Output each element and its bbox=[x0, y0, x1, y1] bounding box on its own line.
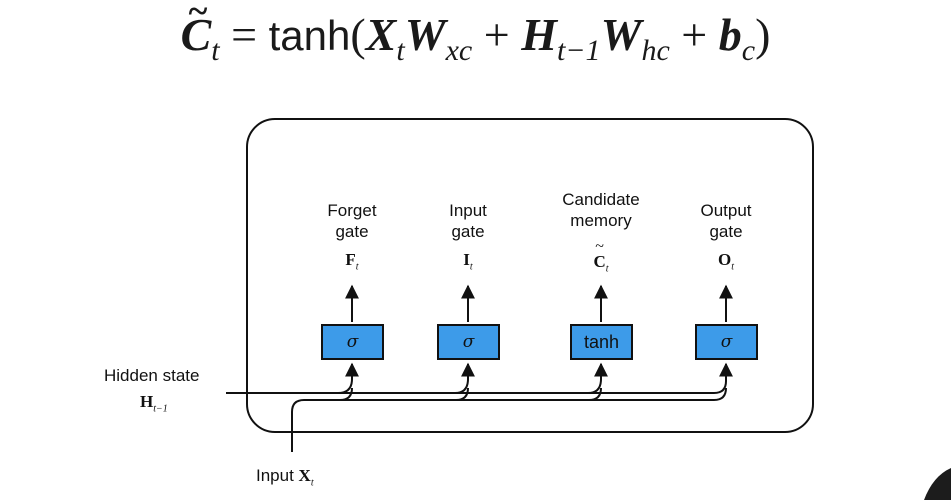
input-branch-input bbox=[455, 387, 469, 401]
input-symbol-sub: t bbox=[310, 477, 314, 489]
input-gate-symbol-letter: I bbox=[463, 250, 470, 269]
input-gate-symbol-sub: t bbox=[469, 261, 473, 273]
formula-w-hc: W bbox=[600, 9, 642, 60]
formula-w-xc-sub: xc bbox=[445, 34, 473, 67]
sigma-label: σ bbox=[346, 332, 359, 352]
candidate-memory-box: tanh bbox=[570, 324, 633, 360]
forget-gate-box: σ bbox=[321, 324, 384, 360]
formula-w-xc: W bbox=[404, 9, 446, 60]
input-gate-box: σ bbox=[437, 324, 500, 360]
input-label-text: Input bbox=[256, 466, 294, 485]
hidden-branch-candidate bbox=[587, 362, 608, 394]
candidate-memory-label-line2: memory bbox=[570, 211, 632, 230]
forget-gate-symbol-sub: t bbox=[355, 261, 359, 273]
formula-equals: = bbox=[219, 9, 269, 60]
input-gate-label-line1: Input bbox=[449, 201, 487, 220]
formula-x-sub: t bbox=[396, 34, 405, 67]
corner-decoration bbox=[924, 468, 951, 500]
sigma-label: σ bbox=[462, 332, 475, 352]
input-line bbox=[291, 399, 596, 452]
formula-lhs-symbol: C bbox=[180, 9, 212, 60]
output-gate-label: Output gate bbox=[676, 200, 776, 242]
input-label: Input Xt bbox=[256, 466, 314, 488]
formula-h: H bbox=[521, 9, 557, 60]
formula-close-paren: ) bbox=[755, 9, 771, 60]
output-gate-label-line2: gate bbox=[709, 222, 743, 241]
input-gate-label-line2: gate bbox=[451, 222, 485, 241]
tilde-mark: ~ bbox=[188, 0, 208, 31]
candidate-memory-symbol-sub: t bbox=[605, 263, 609, 275]
formula-plus-2: + bbox=[669, 9, 719, 60]
forget-gate-symbol-letter: F bbox=[345, 250, 356, 269]
output-gate-symbol-sub: t bbox=[731, 261, 734, 273]
forget-gate-label-line1: Forget bbox=[327, 201, 377, 220]
hidden-branch-input bbox=[454, 362, 475, 394]
input-branch-forget bbox=[339, 387, 353, 401]
input-branch-output bbox=[596, 387, 727, 401]
formula-tanh: tanh bbox=[268, 12, 351, 59]
formula-b: b bbox=[718, 9, 742, 60]
hidden-state-label: Hidden state bbox=[104, 366, 200, 385]
output-gate-symbol-letter: O bbox=[717, 250, 732, 269]
hidden-state-symbol-sub: t−1 bbox=[153, 403, 168, 415]
input-gate-label: Input gate bbox=[418, 200, 518, 242]
input-branch-candidate bbox=[588, 387, 602, 401]
candidate-memory-symbol: ~Ct bbox=[571, 238, 631, 275]
forget-gate-label-line2: gate bbox=[335, 222, 369, 241]
formula-h-sub: t−1 bbox=[556, 34, 601, 67]
output-gate-box: σ bbox=[695, 324, 758, 360]
sigma-label: σ bbox=[720, 332, 733, 352]
hidden-branch-forget bbox=[337, 362, 359, 394]
formula-lhs-sub: t bbox=[211, 34, 220, 67]
forget-gate-symbol: Ft bbox=[322, 250, 382, 272]
hidden-state-symbol-letter: H bbox=[140, 392, 154, 411]
candidate-memory-label-line1: Candidate bbox=[562, 190, 640, 209]
formula-plus-1: + bbox=[472, 9, 522, 60]
input-symbol: Xt bbox=[298, 466, 314, 489]
forget-gate-label: Forget gate bbox=[302, 200, 402, 242]
candidate-memory-label: Candidate memory bbox=[541, 189, 661, 231]
hidden-state-line bbox=[226, 362, 733, 394]
output-gate-symbol: Ot bbox=[696, 250, 756, 272]
candidate-memory-symbol-letter: C bbox=[593, 252, 606, 271]
tilde-mark: ~ bbox=[595, 238, 604, 255]
tanh-label: tanh bbox=[583, 331, 620, 352]
hidden-state-symbol: Ht−1 bbox=[140, 392, 180, 414]
formula-x: X bbox=[365, 9, 397, 60]
cell-box bbox=[246, 118, 814, 433]
formula-b-sub: c bbox=[741, 34, 756, 67]
formula-open-paren: ( bbox=[350, 9, 366, 60]
formula-lhs: ~C bbox=[180, 0, 212, 61]
formula-w-hc-sub: hc bbox=[641, 34, 670, 67]
input-gate-symbol: It bbox=[438, 250, 498, 272]
input-symbol-letter: X bbox=[298, 466, 311, 485]
candidate-memory-formula: ~Ct = tanh(XtWxc + Ht−1Whc + bc) bbox=[0, 0, 951, 66]
output-gate-label-line1: Output bbox=[700, 201, 752, 220]
